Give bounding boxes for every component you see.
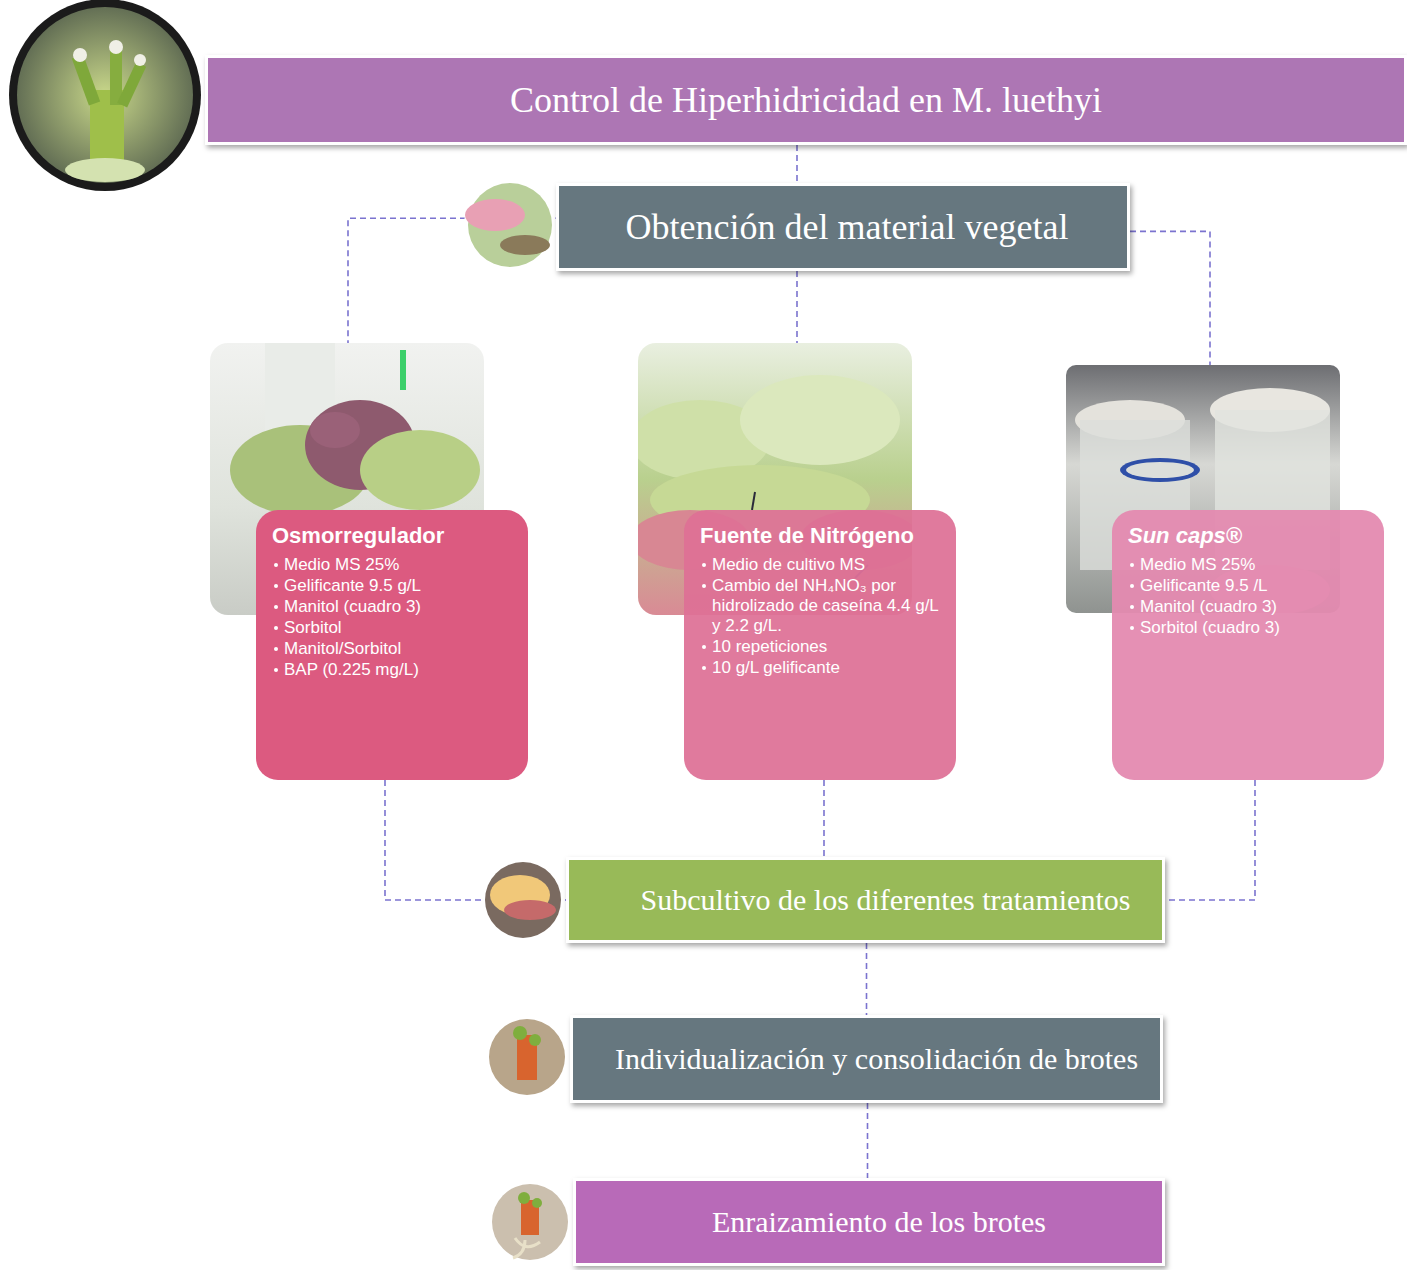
bullet-row: 10 g/L gelificante	[700, 658, 942, 678]
bullet-row: Sorbitol (cuadro 3)	[1128, 618, 1370, 638]
bullet-dot	[702, 584, 706, 588]
bullet-row: Cambio del NH₄NO₃ por hidrolizado de cas…	[700, 576, 942, 636]
dashed-connector	[867, 1103, 869, 1178]
bullet-dot	[274, 647, 278, 651]
bullet-row: Medio MS 25%	[1128, 555, 1370, 575]
bullet-text: Medio MS 25%	[1140, 555, 1255, 575]
bullet-text: 10 g/L gelificante	[712, 658, 840, 678]
text-wrap: Obtención del material vegetal	[626, 207, 1069, 247]
box-heading: Fuente de Nitrógeno	[700, 524, 942, 549]
bullet-text: Medio de cultivo MS	[712, 555, 865, 575]
plant-photo	[9, 0, 201, 191]
bullet-text: Manitol/Sorbitol	[284, 639, 401, 659]
bullet-dot	[1130, 584, 1134, 588]
text-wrap: Individualización y consolidación de bro…	[615, 1042, 1138, 1076]
band-label: Subcultivo de los diferentes tratamiento…	[641, 883, 1131, 917]
text-wrap: Sun caps® Medio MS 25%Gelificante 9.5 /LM…	[1128, 524, 1370, 638]
bullet-row: Manitol (cuadro 3)	[1128, 597, 1370, 617]
treatment-box: Sun caps® Medio MS 25%Gelificante 9.5 /LM…	[1112, 510, 1384, 780]
process-band: Subcultivo de los diferentes tratamiento…	[566, 857, 1165, 943]
dashed-connector	[1165, 780, 1255, 900]
bullet-row: Medio MS 25%	[272, 555, 514, 575]
band-label: Individualización y consolidación de bro…	[615, 1042, 1138, 1076]
band-label: Control de Hiperhidricidad en M. luethyi	[510, 80, 1102, 120]
bullet-dot	[702, 563, 706, 567]
bullet-row: Manitol (cuadro 3)	[272, 597, 514, 617]
bullet-row: Gelificante 9.5 g/L	[272, 576, 514, 596]
bullet-row: Sorbitol	[272, 618, 514, 638]
bullet-row: 10 repeticiones	[700, 637, 942, 657]
bullet-dot	[274, 584, 278, 588]
treatment-box: Fuente de NitrógenoMedio de cultivo MSCa…	[684, 510, 956, 780]
dashed-connector	[796, 145, 798, 183]
bullet-text: Cambio del NH₄NO₃ por hidrolizado de cas…	[712, 576, 942, 636]
bullet-text: Medio MS 25%	[284, 555, 399, 575]
bullet-row: Gelificante 9.5 /L	[1128, 576, 1370, 596]
dashed-connector	[866, 943, 868, 1015]
bullet-text: Sorbitol	[284, 618, 342, 638]
bullet-dot	[274, 626, 278, 630]
thumbnail-photo	[481, 858, 565, 942]
bullet-text: Manitol (cuadro 3)	[284, 597, 421, 617]
title-band: Control de Hiperhidricidad en M. luethyi	[205, 55, 1407, 145]
bullet-text: BAP (0.225 mg/L)	[284, 660, 419, 680]
box-heading: Sun caps®	[1128, 524, 1370, 549]
thumbnail-photo	[488, 1180, 572, 1264]
text-wrap: Fuente de NitrógenoMedio de cultivo MSCa…	[700, 524, 942, 678]
bullet-text: Manitol (cuadro 3)	[1140, 597, 1277, 617]
bullet-row: BAP (0.225 mg/L)	[272, 660, 514, 680]
box-heading: Osmorregulador	[272, 524, 514, 549]
bullet-text: Gelificante 9.5 g/L	[284, 576, 421, 596]
thumbnail-photo	[464, 179, 556, 271]
process-band: Obtención del material vegetal	[556, 183, 1130, 271]
band-label: Enraizamiento de los brotes	[712, 1205, 1046, 1239]
treatment-box: OsmorreguladorMedio MS 25%Gelificante 9.…	[256, 510, 528, 780]
thumbnail-photo	[485, 1015, 569, 1099]
bullet-dot	[274, 563, 278, 567]
bullet-dot	[702, 645, 706, 649]
band-label: Obtención del material vegetal	[626, 207, 1069, 247]
bullet-text: 10 repeticiones	[712, 637, 827, 657]
bullet-dot	[274, 605, 278, 609]
bullet-dot	[274, 668, 278, 672]
bullet-text: Gelificante 9.5 /L	[1140, 576, 1268, 596]
bullet-dot	[1130, 626, 1134, 630]
bullet-dot	[1130, 605, 1134, 609]
dashed-connector	[823, 780, 825, 857]
text-wrap: OsmorreguladorMedio MS 25%Gelificante 9.…	[272, 524, 514, 680]
text-wrap: Enraizamiento de los brotes	[712, 1205, 1046, 1239]
bullet-dot	[702, 666, 706, 670]
process-band: Individualización y consolidación de bro…	[570, 1015, 1163, 1103]
bullet-dot	[1130, 563, 1134, 567]
text-wrap: Subcultivo de los diferentes tratamiento…	[641, 883, 1131, 917]
text-wrap: Control de Hiperhidricidad en M. luethyi	[510, 80, 1102, 120]
bullet-text: Sorbitol (cuadro 3)	[1140, 618, 1280, 638]
bullet-row: Manitol/Sorbitol	[272, 639, 514, 659]
bullet-row: Medio de cultivo MS	[700, 555, 942, 575]
process-band: Enraizamiento de los brotes	[573, 1178, 1165, 1266]
